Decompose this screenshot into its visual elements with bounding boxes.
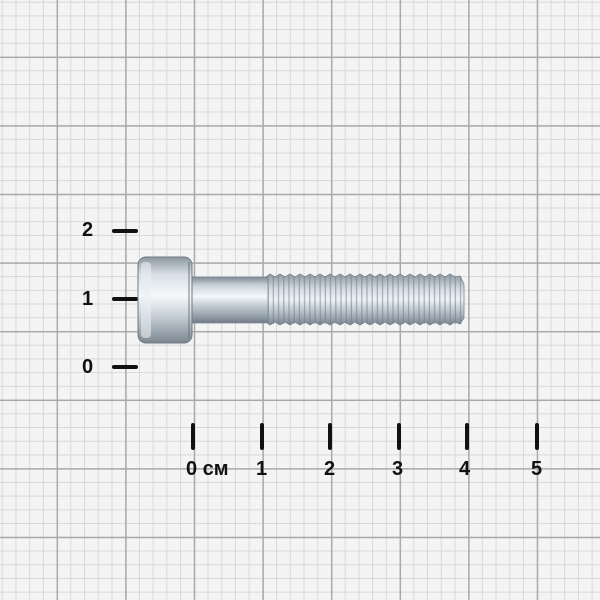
vertical-scale-label-1: 1 xyxy=(82,288,94,310)
horizontal-tick-5 xyxy=(535,423,539,450)
vertical-scale-label-0: 0 xyxy=(82,356,94,378)
horizontal-tick-4 xyxy=(465,423,469,450)
horizontal-tick-1 xyxy=(260,423,264,450)
vertical-tick-0 xyxy=(112,365,138,369)
vertical-tick-1 xyxy=(112,297,138,301)
horizontal-scale-label-0-cm: 0 см xyxy=(186,458,229,480)
horizontal-scale-label-4: 4 xyxy=(459,458,471,480)
bolt-shank xyxy=(189,276,269,324)
horizontal-scale-label-2: 2 xyxy=(324,458,336,480)
horizontal-scale-label-5: 5 xyxy=(531,458,543,480)
vertical-tick-2 xyxy=(112,229,138,233)
bolt-head xyxy=(137,256,193,344)
horizontal-scale-label-3: 3 xyxy=(392,458,404,480)
horizontal-tick-3 xyxy=(397,423,401,450)
horizontal-tick-0 xyxy=(191,423,195,450)
vertical-scale-label-2: 2 xyxy=(82,219,94,241)
horizontal-tick-2 xyxy=(328,423,332,450)
horizontal-scale-label-1: 1 xyxy=(256,458,268,480)
